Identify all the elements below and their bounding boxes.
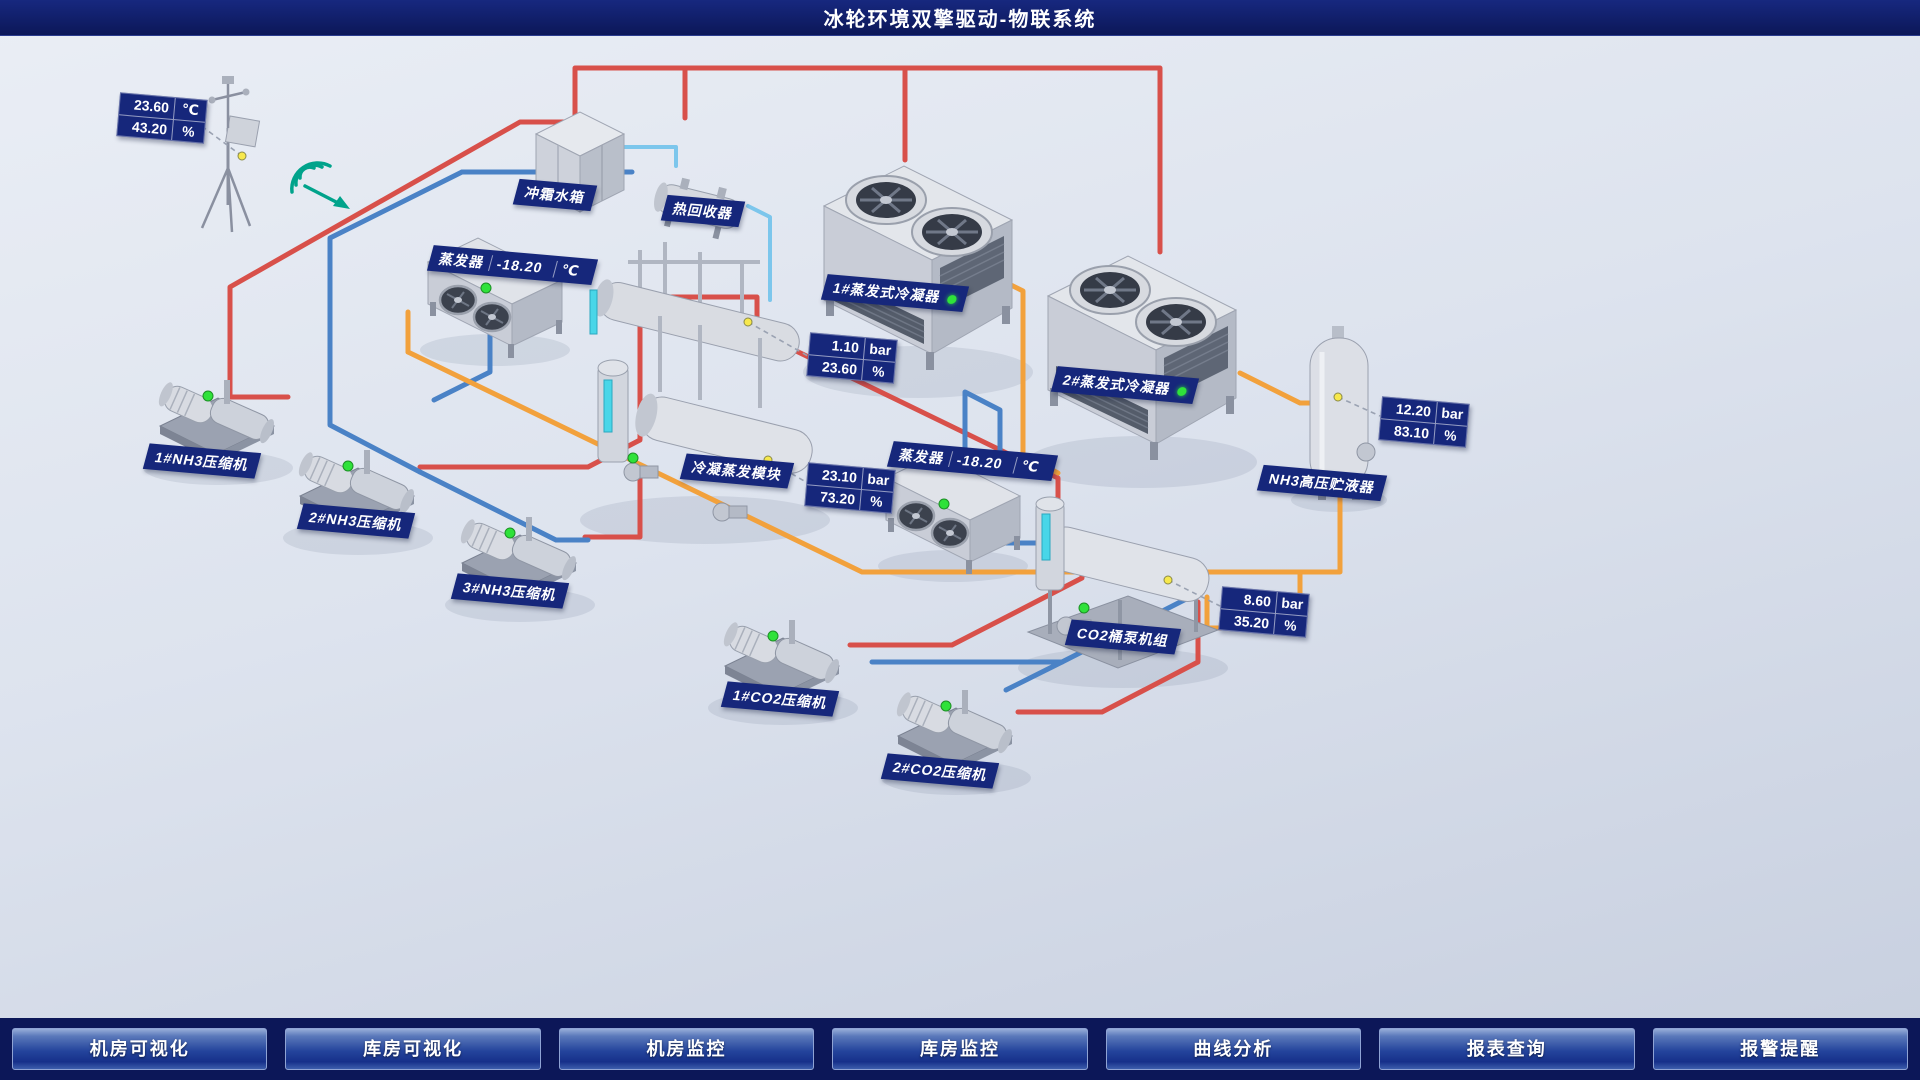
nav-curve-analysis[interactable]: 曲线分析: [1105, 1028, 1362, 1070]
status-dot: [1078, 602, 1090, 614]
weather-station[interactable]: [200, 76, 261, 233]
status-dot: [945, 294, 958, 305]
header-bar: 冰轮环境双擎驱动-物联系统: [0, 0, 1920, 36]
page-title: 冰轮环境双擎驱动-物联系统: [823, 9, 1097, 31]
nav-warehouse-visual[interactable]: 库房可视化: [285, 1028, 541, 1070]
nav-alarm-reminder[interactable]: 报警提醒: [1652, 1028, 1908, 1070]
status-dot: [1175, 386, 1188, 397]
nav-report-query[interactable]: 报表查询: [1379, 1028, 1635, 1070]
status-dot: [627, 452, 639, 464]
pipes-water: [621, 145, 772, 302]
wifi-signal-icon: [290, 161, 350, 209]
nav-warehouse-monitor[interactable]: 库房监控: [832, 1028, 1088, 1070]
nav-engine-room-visual[interactable]: 机房可视化: [12, 1028, 268, 1070]
weather-data-panel: 23.60℃ 43.20%: [116, 92, 208, 144]
nav-engine-room-monitor[interactable]: 机房监控: [558, 1028, 815, 1070]
evaporative-condenser-2[interactable]: [1048, 256, 1236, 460]
nh3-receiver-tank[interactable]: [1309, 326, 1376, 500]
footer-nav-bar: 机房可视化 库房可视化 机房监控 库房监控 曲线分析 报表查询 报警提醒: [0, 1018, 1920, 1080]
